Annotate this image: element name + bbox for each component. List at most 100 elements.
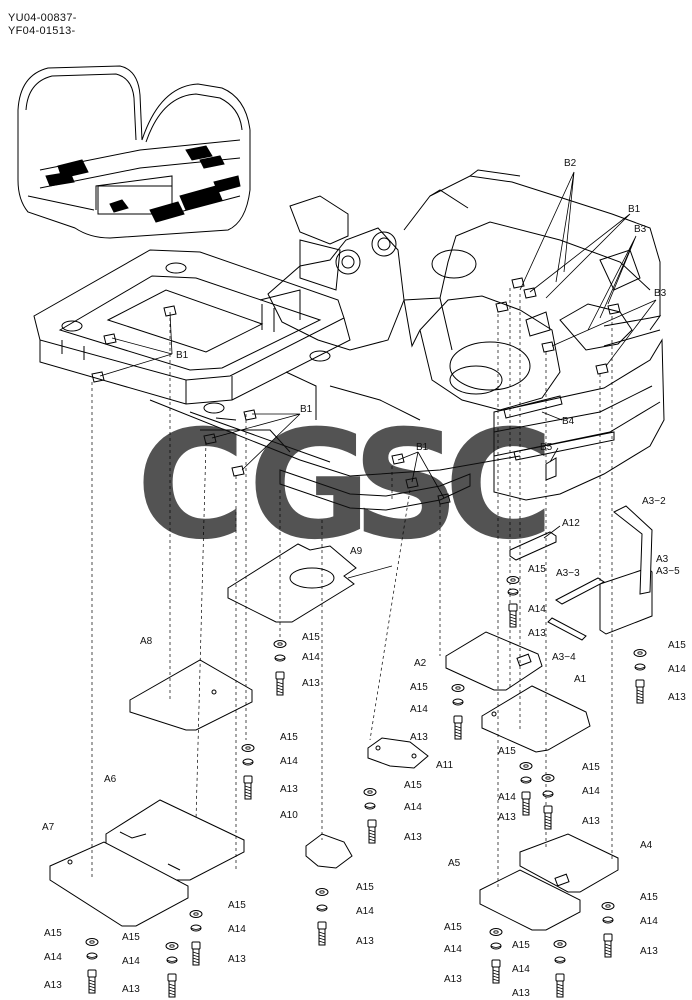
label-a6: A6 xyxy=(104,774,117,785)
label-a15: A15 xyxy=(302,632,320,643)
label-a15: A15 xyxy=(444,922,462,933)
hardware-a4-stack xyxy=(601,902,615,958)
bar-a3-3 xyxy=(555,577,605,605)
label-b3: B3 xyxy=(634,224,647,235)
label-b3: B3 xyxy=(654,288,667,299)
label-a15: A15 xyxy=(122,932,140,943)
label-a14: A14 xyxy=(122,956,140,967)
label-a13: A13 xyxy=(444,974,462,985)
watermark-letter: S xyxy=(352,399,460,573)
label-a15: A15 xyxy=(228,900,246,911)
label-a15: A15 xyxy=(404,780,422,791)
label-a15: A15 xyxy=(44,928,62,939)
excavator-cab-inset xyxy=(17,65,251,239)
cover-plate-a2 xyxy=(445,631,543,691)
leader-lines xyxy=(99,171,657,579)
cover-plate-a9 xyxy=(227,543,357,623)
label-a15: A15 xyxy=(512,940,530,951)
label-a13: A13 xyxy=(280,784,298,795)
cover-plate-a10 xyxy=(305,833,353,869)
label-b1: B1 xyxy=(416,442,429,453)
label-a5: A5 xyxy=(448,858,461,869)
label-b1: B1 xyxy=(300,404,313,415)
label-a13: A13 xyxy=(404,832,422,843)
label-a13: A13 xyxy=(668,692,686,703)
label-a12: A12 xyxy=(562,518,580,529)
hardware-a11-stack xyxy=(363,788,377,844)
drawing-serial-2: YF04-01513- xyxy=(8,25,76,37)
part-labels: B2 B1 B3 B3 B1 B1 B1 B4 B5 A3−2 A12 A3 A… xyxy=(42,158,686,999)
label-a3-4: A3−4 xyxy=(552,652,576,663)
label-a10: A10 xyxy=(280,810,298,821)
hardware-a7b-stack xyxy=(165,942,179,998)
label-b5: B5 xyxy=(540,442,553,453)
label-b2: B2 xyxy=(564,158,577,169)
watermark-letter: G xyxy=(248,399,371,573)
hardware-a1b-stack xyxy=(541,774,555,830)
label-a13: A13 xyxy=(356,936,374,947)
label-a15: A15 xyxy=(498,746,516,757)
label-a14: A14 xyxy=(410,704,428,715)
label-a15: A15 xyxy=(668,640,686,651)
cover-plate-a11 xyxy=(367,737,429,769)
label-a14: A14 xyxy=(528,604,546,615)
drawing-serial-1: YU04-00837- xyxy=(8,12,77,24)
label-a14: A14 xyxy=(582,786,600,797)
label-a13: A13 xyxy=(528,628,546,639)
label-a13: A13 xyxy=(122,984,140,995)
bar-a3-4 xyxy=(547,617,587,641)
label-a15: A15 xyxy=(640,892,658,903)
hardware-a12-stack xyxy=(506,576,520,628)
label-a13: A13 xyxy=(582,816,600,827)
hardware-a2-stack xyxy=(451,684,465,740)
label-a3-5: A3−5 xyxy=(656,566,680,577)
label-b1: B1 xyxy=(176,350,189,361)
bracket-a12 xyxy=(509,531,557,561)
label-a3: A3 xyxy=(656,554,669,565)
label-a14: A14 xyxy=(444,944,462,955)
cover-plate-a8 xyxy=(129,659,253,731)
label-a14: A14 xyxy=(228,924,246,935)
label-a9: A9 xyxy=(350,546,363,557)
cover-plate-a1 xyxy=(481,685,591,753)
label-a7: A7 xyxy=(42,822,55,833)
cover-plate-a5 xyxy=(479,869,581,931)
hardware-a6-stack xyxy=(189,910,203,966)
upper-frame-structure xyxy=(33,169,665,511)
hardware-a9-stack xyxy=(273,640,287,696)
label-a15: A15 xyxy=(280,732,298,743)
label-a14: A14 xyxy=(512,964,530,975)
label-a13: A13 xyxy=(512,988,530,999)
label-a13: A13 xyxy=(44,980,62,991)
label-b4: B4 xyxy=(562,416,575,427)
watermark-letter: C xyxy=(444,399,554,573)
label-a15: A15 xyxy=(582,762,600,773)
label-a13: A13 xyxy=(410,732,428,743)
label-a14: A14 xyxy=(404,802,422,813)
watermark-letter: C xyxy=(136,399,246,573)
label-a14: A14 xyxy=(640,916,658,927)
hardware-a5-stack xyxy=(489,928,503,984)
hardware-a8-stack xyxy=(241,744,255,800)
label-a15: A15 xyxy=(410,682,428,693)
label-a14: A14 xyxy=(356,906,374,917)
hardware-a3-stack xyxy=(633,649,647,704)
hardware-a7-stack xyxy=(85,938,99,994)
hardware-a10-stack xyxy=(315,888,329,946)
cgsc-watermark: C G S C xyxy=(136,399,554,573)
bar-a3-2 xyxy=(613,505,653,595)
label-a3-2: A3−2 xyxy=(642,496,666,507)
hardware-a1-stack xyxy=(519,762,533,816)
cover-plate-a4 xyxy=(519,833,619,893)
label-a13: A13 xyxy=(498,812,516,823)
label-a14: A14 xyxy=(280,756,298,767)
hardware-a5b-stack xyxy=(553,940,567,998)
label-a14: A14 xyxy=(44,952,62,963)
label-a8: A8 xyxy=(140,636,153,647)
label-b1: B1 xyxy=(628,204,641,215)
cover-plate-a7 xyxy=(49,841,189,927)
label-a13: A13 xyxy=(640,946,658,957)
label-a11: A11 xyxy=(436,760,453,771)
label-a15: A15 xyxy=(528,564,546,575)
